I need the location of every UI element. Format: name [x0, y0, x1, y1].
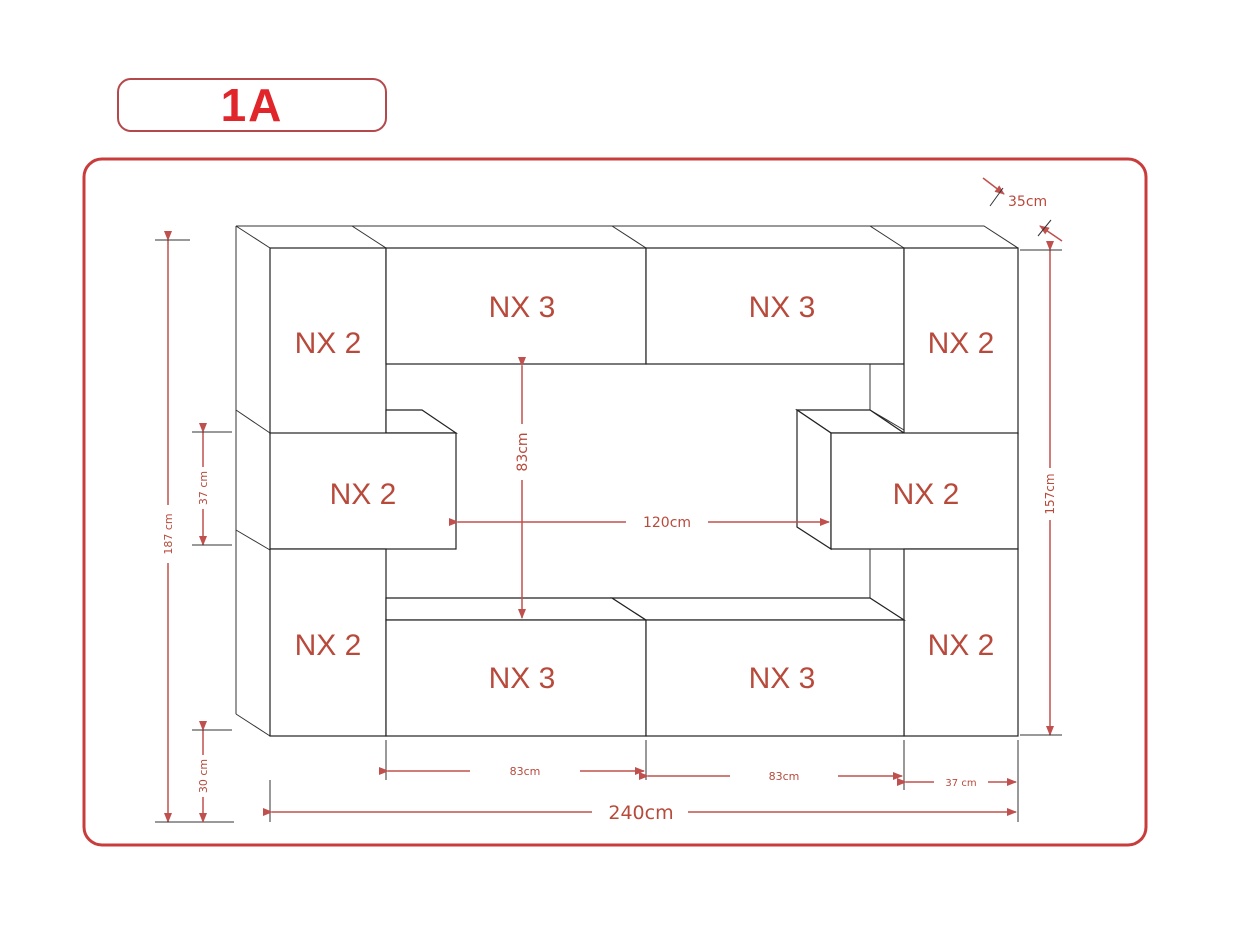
svg-text:37 cm: 37 cm	[197, 471, 210, 505]
svg-text:30 cm: 30 cm	[197, 759, 210, 793]
module-top-right: NX 2	[928, 327, 995, 360]
svg-text:83cm: 83cm	[515, 432, 531, 471]
module-bottom-right: NX 2	[928, 629, 995, 662]
module-mid-left: NX 2	[330, 478, 397, 511]
dim-inner-width: 120cm	[449, 512, 830, 532]
outer-frame	[82, 157, 1148, 847]
dim-bottom-gap: 30 cm	[192, 721, 232, 823]
diagram-title: 1A	[220, 79, 284, 131]
dim-bottom-widths: 83cm 83cm 37 cm	[269, 740, 1019, 822]
module-bottom-left: NX 2	[295, 629, 362, 662]
dim-inner-height: 83cm	[512, 357, 532, 619]
dim-mid-height: 37 cm	[192, 423, 232, 546]
module-top-mid-right: NX 3	[749, 291, 816, 324]
svg-text:83cm: 83cm	[510, 765, 541, 778]
dim-total-width: 240cm	[263, 800, 1017, 824]
module-top-left: NX 2	[295, 327, 362, 360]
module-bottom-mid-left: NX 3	[489, 662, 556, 695]
svg-text:120cm: 120cm	[643, 515, 691, 531]
svg-text:240cm: 240cm	[608, 802, 673, 824]
svg-text:83cm: 83cm	[769, 770, 800, 783]
svg-text:35cm: 35cm	[1008, 194, 1047, 210]
svg-text:37 cm: 37 cm	[945, 778, 976, 789]
module-top-mid-left: NX 3	[489, 291, 556, 324]
svg-text:187 cm: 187 cm	[162, 513, 175, 554]
furniture-drawing	[235, 225, 1019, 737]
dim-right-height: 157cm	[1020, 241, 1062, 736]
svg-text:157cm: 157cm	[1043, 473, 1057, 514]
dim-depth: 35cm	[982, 177, 1063, 242]
title-box: 1A	[117, 78, 387, 132]
module-bottom-mid-right: NX 3	[749, 662, 816, 695]
module-mid-right: NX 2	[893, 478, 960, 511]
dim-total-height: 187 cm	[155, 231, 234, 823]
